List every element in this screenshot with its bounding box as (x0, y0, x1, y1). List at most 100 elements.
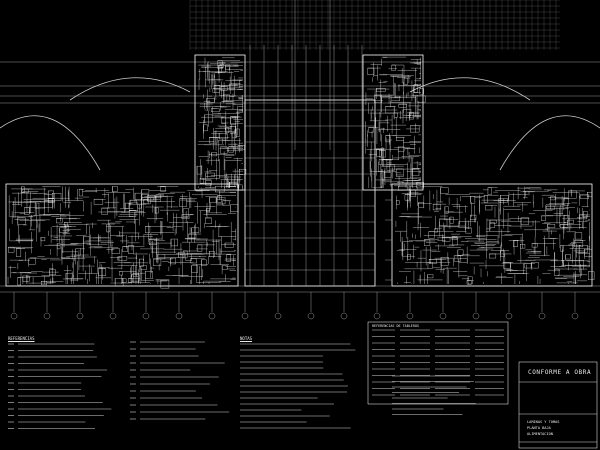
room-fixture (40, 237, 46, 242)
room-fixture (213, 85, 220, 90)
room-fixture (52, 193, 62, 201)
room-fixture (457, 249, 464, 256)
room-fixture (122, 278, 127, 283)
room-fixture (170, 238, 178, 247)
title-block-sub1: LAMINAS Y TOMAS (527, 420, 560, 424)
building-outline (5, 54, 593, 287)
room-fixture (408, 186, 418, 191)
axis-bubble (373, 312, 381, 320)
room-fixture (182, 208, 189, 217)
room-fixture (182, 250, 188, 259)
room-fixture (396, 137, 404, 141)
room-fixture (225, 64, 231, 70)
room-fixture (156, 254, 166, 259)
room-fixture (226, 254, 231, 262)
room-fixture (429, 259, 437, 264)
room-fixture (128, 278, 133, 283)
title-block-box (518, 361, 598, 449)
room-fixture (452, 237, 458, 246)
room-fixture (197, 244, 203, 252)
room-fixture (49, 269, 56, 275)
room-fixture (416, 182, 424, 189)
room-fixture (221, 265, 228, 270)
room-fixture (583, 211, 588, 218)
room-fixture (453, 255, 461, 262)
room-fixture (201, 259, 207, 266)
room-fixture (225, 127, 230, 133)
room-fixture (513, 240, 519, 247)
room-fixture (439, 218, 448, 226)
room-fixture (145, 271, 153, 279)
room-fixture (220, 146, 228, 154)
room-fixture (181, 214, 190, 219)
room-fixture (378, 159, 388, 165)
room-fixture (160, 186, 166, 192)
room-fixture (424, 239, 431, 246)
room-fixture (28, 258, 36, 265)
room-fixture (563, 198, 569, 206)
room-fixture (229, 181, 237, 187)
room-fixture (584, 248, 593, 257)
room-fixture (574, 232, 583, 240)
room-fixture (47, 190, 55, 199)
room-fixture (56, 218, 63, 224)
room-fixture (444, 206, 449, 214)
room-fixture (385, 135, 391, 143)
room-fixture (428, 231, 435, 239)
axis-bubble (307, 312, 315, 320)
axis-bubble (505, 312, 513, 320)
room-fixture (434, 228, 438, 233)
right-tower-outline (362, 54, 424, 191)
room-fixture (119, 271, 123, 276)
room-fixture (16, 248, 22, 257)
room-fixture (101, 207, 108, 215)
room-fixture (129, 202, 139, 212)
room-fixture (524, 263, 532, 269)
room-fixture (218, 133, 228, 140)
room-fixture (205, 180, 212, 186)
upper-grid-hatch (189, 0, 560, 50)
room-fixture (210, 108, 220, 113)
room-fixture (128, 210, 137, 217)
room-fixture (238, 184, 243, 191)
room-fixture (379, 150, 386, 158)
room-fixture (458, 221, 467, 228)
axis-bubble (109, 312, 117, 320)
room-fixture (568, 190, 577, 199)
room-fixture (122, 246, 128, 252)
room-fixture (398, 103, 407, 108)
room-fixture (145, 226, 151, 234)
room-fixture (56, 243, 61, 250)
room-fixture (554, 268, 560, 276)
room-fixture (196, 165, 202, 175)
right-curved-wall (499, 115, 600, 171)
axis-bubble (142, 312, 150, 320)
room-fixture (407, 254, 411, 260)
title-block-sub2: PLANTA BAJA (527, 426, 551, 430)
room-fixture (147, 194, 156, 202)
axis-bubble (571, 312, 579, 320)
axis-bubble (439, 312, 447, 320)
room-fixture (118, 256, 128, 261)
room-fixture (154, 207, 159, 214)
room-fixture (21, 186, 25, 193)
room-fixture (427, 262, 433, 269)
right-upper-curve (409, 77, 531, 101)
title-block-sub3: ALIMENTACION (527, 432, 553, 436)
room-fixture (160, 279, 170, 289)
room-fixture (440, 257, 449, 266)
axis-bubble (340, 312, 348, 320)
room-fixture (112, 186, 118, 192)
room-fixture (8, 246, 15, 253)
room-fixture (230, 116, 237, 125)
curved-walls (0, 77, 600, 171)
legend-title: REFERENCIAS (8, 336, 35, 341)
room-fixture (466, 280, 472, 285)
room-fixture (111, 248, 120, 254)
room-fixture (470, 196, 476, 204)
room-fixture (215, 186, 225, 193)
room-fixture (418, 202, 424, 208)
room-fixture (383, 172, 392, 178)
room-fixture (376, 88, 386, 92)
